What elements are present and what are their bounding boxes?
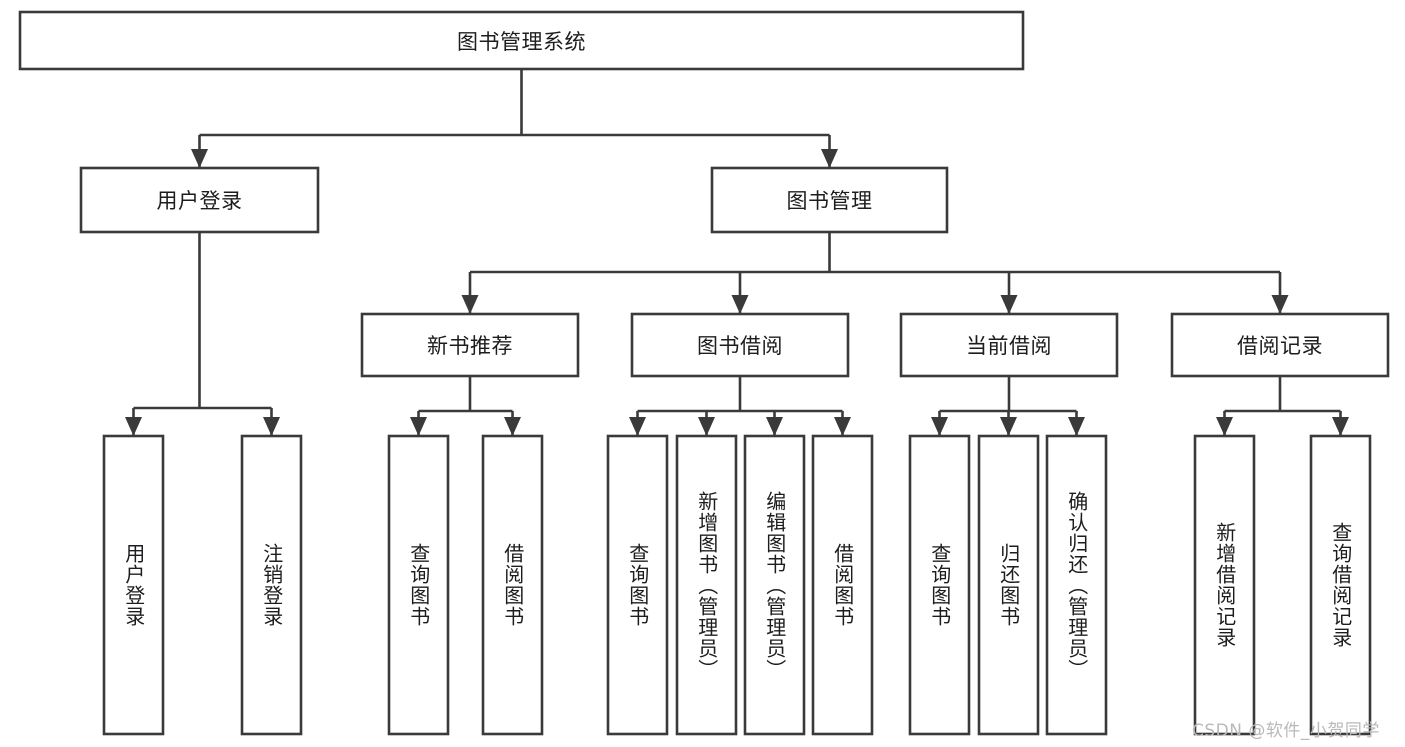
- node-box-leaf-logout[interactable]: [240, 434, 303, 736]
- node-box-leaf-return-book[interactable]: [977, 434, 1040, 736]
- node-box-leaf-query-book-borrow[interactable]: [606, 434, 669, 736]
- arrow-book-management: [821, 149, 838, 168]
- arrow-borrow-record: [1271, 295, 1289, 314]
- node-box-root[interactable]: [18, 10, 1025, 71]
- arrow-leaf-add-borrow-record: [1216, 417, 1233, 436]
- arrow-book-borrow: [731, 295, 749, 314]
- node-box-layer: [18, 10, 1390, 736]
- connector-layer: [125, 69, 1349, 436]
- node-box-leaf-query-borrow-record[interactable]: [1309, 434, 1372, 736]
- node-box-leaf-edit-book-admin[interactable]: [743, 434, 806, 736]
- arrow-leaf-query-book-current: [931, 417, 948, 436]
- arrow-user-login: [191, 149, 208, 168]
- node-box-borrow-record[interactable]: [1170, 312, 1390, 378]
- arrow-new-book-recommend: [461, 295, 479, 314]
- node-box-leaf-add-book-admin[interactable]: [675, 434, 738, 736]
- arrow-leaf-user-login: [125, 417, 142, 436]
- node-box-leaf-borrow-book[interactable]: [811, 434, 874, 736]
- node-box-leaf-query-book-current[interactable]: [908, 434, 971, 736]
- node-box-leaf-borrow-book-rec[interactable]: [481, 434, 544, 736]
- node-box-leaf-user-login[interactable]: [102, 434, 165, 736]
- arrow-leaf-logout: [263, 417, 280, 436]
- node-box-new-book-recommend[interactable]: [360, 312, 580, 378]
- arrow-leaf-add-book-admin: [698, 417, 715, 436]
- arrow-leaf-query-book-borrow: [629, 417, 646, 436]
- node-box-user-login[interactable]: [79, 166, 320, 234]
- arrow-leaf-query-borrow-record: [1332, 417, 1349, 436]
- arrow-leaf-return-book: [1000, 417, 1017, 436]
- node-box-current-borrow[interactable]: [899, 312, 1119, 378]
- node-box-book-borrow[interactable]: [630, 312, 850, 378]
- arrow-leaf-borrow-book-rec: [504, 417, 521, 436]
- arrow-leaf-borrow-book: [834, 417, 851, 436]
- arrow-leaf-edit-book-admin: [766, 417, 783, 436]
- node-box-book-management[interactable]: [710, 166, 949, 234]
- node-box-leaf-add-borrow-record[interactable]: [1193, 434, 1256, 736]
- arrow-leaf-confirm-return-admin: [1068, 417, 1085, 436]
- node-box-leaf-confirm-return-admin[interactable]: [1045, 434, 1108, 736]
- arrow-leaf-query-book-rec: [410, 417, 427, 436]
- node-box-leaf-query-book-rec[interactable]: [387, 434, 450, 736]
- arrow-current-borrow: [1000, 295, 1018, 314]
